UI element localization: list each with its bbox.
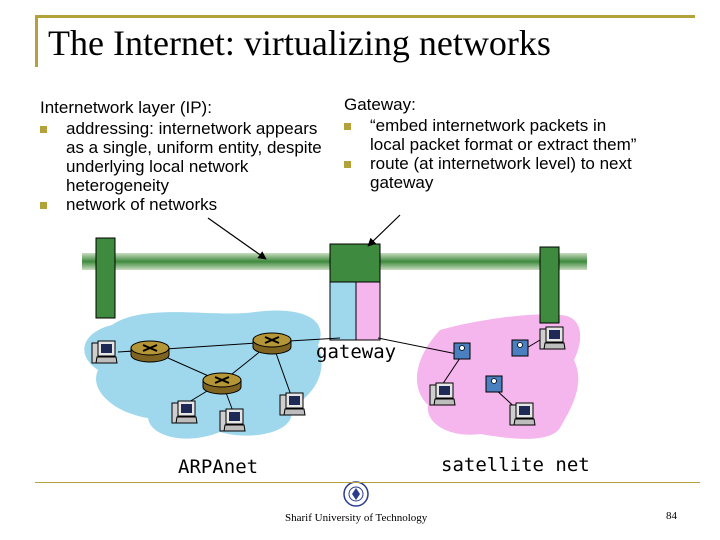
footer-divider [35,482,700,483]
slide-title: The Internet: virtualizing networks [48,23,551,63]
bullet-text: addressing: internetwork appears as a si… [66,119,322,195]
arrow-network-of-networks [207,217,267,260]
bullet-item: network of networks [40,195,340,214]
computer-icon [279,392,306,416]
computer-icon [91,340,118,364]
bullet-square-icon [344,161,351,168]
bullet-square-icon [40,126,47,133]
bullet-item: addressing: internetwork appears as a si… [40,119,340,195]
satellite-icon [511,339,529,357]
computer-icon [429,382,456,406]
footer-institution: Sharif University of Technology [285,512,428,524]
router-icon [130,340,170,363]
gateway-heading: Gateway: [344,95,416,114]
title-frame-left [35,15,38,67]
university-seal-icon [343,481,369,507]
bullet-item: route (at internetwork level) to next ga… [344,154,644,192]
satellite-icon [485,375,503,393]
computer-icon [219,408,246,432]
arpanet-cloud [84,310,322,439]
bullet-text: “embed internetwork packets in local pac… [370,116,637,154]
bullet-square-icon [40,202,47,209]
gateway-top [329,243,381,283]
satellite-net-label: satellite net [441,454,590,476]
gateway-right-half [355,281,381,341]
page-number: 84 [666,510,677,522]
router-icon [202,372,242,395]
router-icon [252,332,292,355]
title-frame-top [35,15,695,18]
bullet-item: “embed internetwork packets in local pac… [344,116,644,154]
arpanet-label: ARPAnet [178,456,259,478]
internetwork-heading: Internetwork layer (IP): [40,98,212,117]
arrow-gateway [367,214,401,247]
arpanet-gateway-tower [95,237,116,319]
gateway-label: gateway [316,341,397,363]
satellite-icon [453,342,471,360]
satellite-gateway-tower [539,246,560,324]
gateway-block: Gateway: “embed internetwork packets in … [344,95,644,192]
internetwork-block: Internetwork layer (IP): addressing: int… [40,98,340,214]
bullet-text: network of networks [66,195,218,214]
computer-icon [539,326,566,350]
computer-icon [509,402,536,426]
computer-icon [171,400,198,424]
bullet-text: route (at internetwork level) to next ga… [370,154,632,192]
gateway-left-half [329,281,357,341]
bullet-square-icon [344,123,351,130]
